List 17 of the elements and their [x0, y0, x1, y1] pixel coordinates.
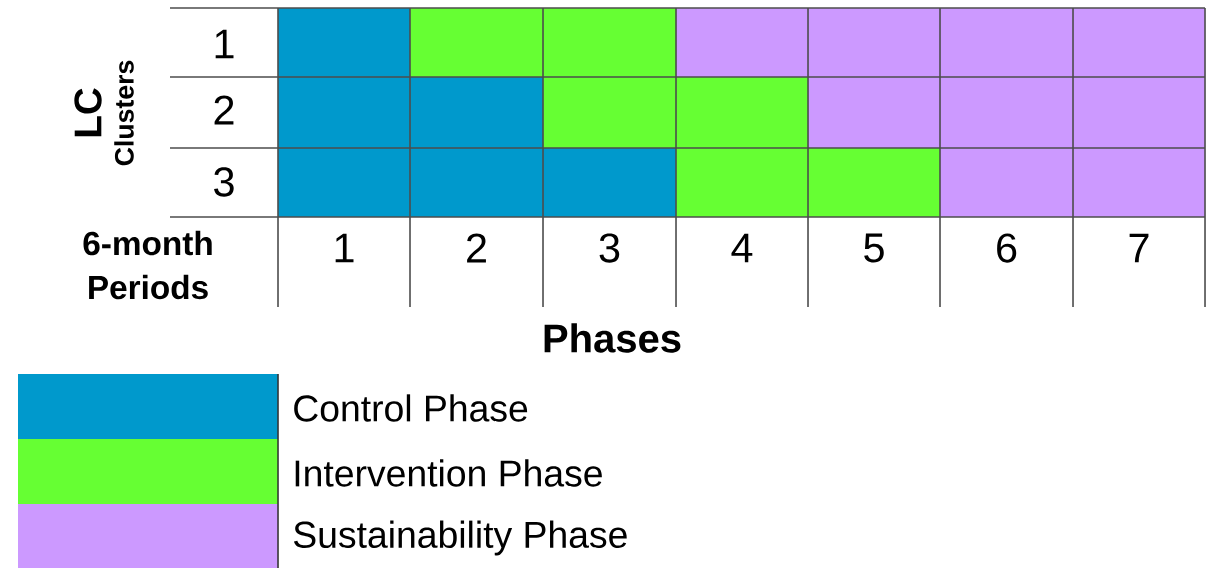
axis-title: Phases — [544, 323, 681, 353]
column-number: 1 — [335, 233, 354, 263]
axis-title: LC — [74, 88, 102, 137]
column-number: 6 — [997, 233, 1017, 263]
column-number: 3 — [599, 233, 620, 263]
legend-label: Sustainability Phase — [293, 520, 627, 556]
column-number: 5 — [864, 233, 884, 263]
row-number: 3 — [214, 167, 234, 197]
axis-title: Clusters — [114, 60, 134, 166]
row-number: 2 — [214, 95, 234, 125]
axis-title: 6-month Periods — [83, 230, 212, 300]
legend-label: Control Phase — [294, 394, 528, 422]
column-number: 2 — [467, 233, 486, 263]
column-number: 7 — [1129, 233, 1149, 263]
column-number: 4 — [731, 233, 753, 263]
row-number: 1 — [215, 29, 234, 59]
legend-label: Intervention Phase — [295, 459, 602, 487]
